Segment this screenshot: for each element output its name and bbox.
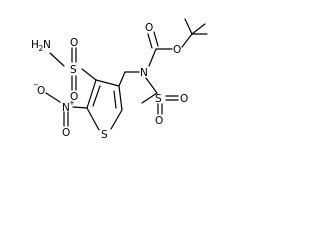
bond-c4-c5	[118, 85, 123, 111]
atom-n-nitro: N	[62, 102, 70, 114]
atom-o-ester: O	[173, 44, 181, 56]
atom-s-sulfonamide: S	[70, 64, 77, 76]
atom-h-subscript: 2	[39, 44, 44, 53]
bond-carbonyl-c-o-2	[153, 31, 159, 47]
bond-n-mesyl-s	[145, 77, 158, 94]
atom-o-nitro-double: O	[62, 127, 70, 139]
bond-c4-ch2	[118, 71, 126, 87]
bond-c2-nitro-n	[72, 106, 88, 109]
atom-o-nitro-minus: O	[37, 85, 45, 97]
bond-tbu-me1	[184, 18, 193, 35]
atom-s-mesyl: S	[155, 93, 162, 105]
bond-c3-c4	[95, 79, 120, 87]
charge-minus: −	[33, 81, 39, 89]
charge-plus: +	[69, 99, 75, 107]
atom-o-mesyl-bottom: O	[155, 115, 163, 127]
bond-c3-c2	[86, 79, 97, 109]
atom-n-carbamate: N	[140, 67, 148, 79]
bond-o-tbu-c	[181, 33, 193, 48]
bond-n-carbonyl-c	[148, 48, 157, 67]
bond-nitro-n-o-minus	[45, 92, 61, 103]
atom-o-carbonyl: O	[145, 22, 153, 34]
bond-c3-c2-inner	[92, 85, 101, 107]
atom-s-thiophene: S	[101, 129, 108, 141]
bond-s-c3	[81, 68, 97, 81]
atom-h-sulfonamide: H	[31, 39, 39, 51]
bond-c4-c5-inner	[113, 90, 117, 109]
bond-mesyl-s-ch3	[141, 92, 158, 104]
bond-nh2-s	[49, 52, 65, 67]
bond-c2-s1	[86, 107, 100, 131]
atom-o-mesyl-right: O	[180, 93, 188, 105]
atom-o-sulfonamide-top: O	[70, 37, 78, 49]
atom-n-sulfonamide: N	[43, 39, 51, 51]
chemical-structure: H 2 N S O O O − N + O S N O O S O O	[31, 18, 208, 141]
bond-tbu-me3	[191, 23, 206, 35]
atom-o-sulfonamide-bottom: O	[70, 91, 78, 103]
bond-carbonyl-c-o	[147, 33, 153, 49]
bond-lines	[45, 18, 208, 131]
bond-c5-s1	[110, 109, 123, 130]
